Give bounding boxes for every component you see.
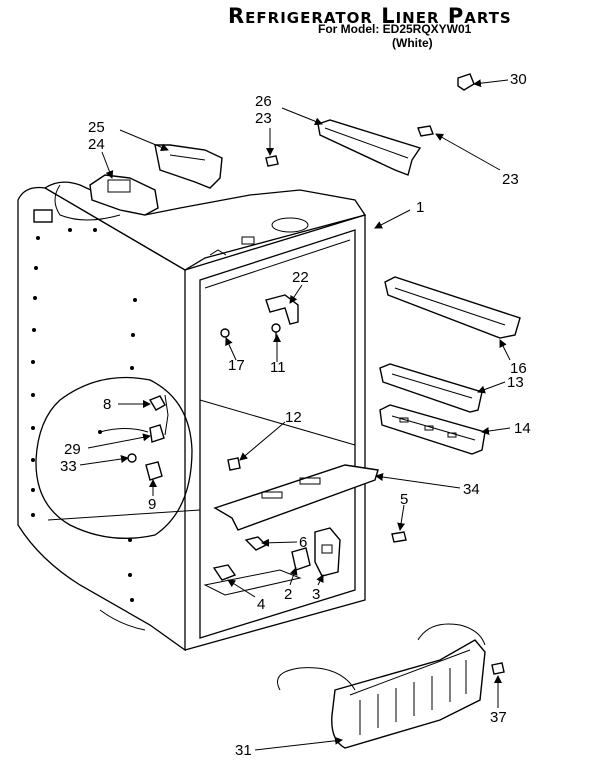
callout-23-center: 23 <box>255 110 272 127</box>
part-24-housing <box>89 174 159 216</box>
part-34-support <box>213 464 379 531</box>
part-2-switch <box>291 547 311 571</box>
detail-circle <box>35 376 193 539</box>
wire-harness <box>54 184 121 221</box>
part-37-screw <box>491 662 505 675</box>
callout-17: 17 <box>228 357 245 374</box>
callout-23-right: 23 <box>502 171 519 188</box>
callout-34: 34 <box>463 481 480 498</box>
callout-3: 3 <box>312 586 320 603</box>
color-line: (White) <box>392 36 433 50</box>
part-8-clip <box>148 395 166 411</box>
callout-13: 13 <box>507 374 524 391</box>
callout-16: 16 <box>510 360 527 377</box>
callout-11: 11 <box>270 359 286 376</box>
diagram-title: Refrigerator Liner Parts <box>228 4 512 28</box>
part-12-fastener <box>227 457 241 471</box>
callout-33: 33 <box>60 458 77 475</box>
callout-31: 31 <box>235 742 252 759</box>
part-5-screw <box>391 531 407 543</box>
part-6-clip <box>244 536 268 551</box>
leader-lines <box>79 79 511 751</box>
part-22-bracket <box>265 294 299 325</box>
callout-labels: 30 26 23 23 25 24 1 22 11 17 16 13 14 12… <box>60 71 531 759</box>
side-wall-holes <box>31 228 137 602</box>
part-17-grommet <box>220 328 230 338</box>
callout-22: 22 <box>292 269 309 286</box>
part-30-clip <box>457 73 475 91</box>
part-9-clamp <box>145 461 163 481</box>
part-29-holder <box>98 424 165 443</box>
part-23-screw-right <box>417 125 434 137</box>
part-14-rail <box>379 404 486 455</box>
callout-9: 9 <box>148 496 156 513</box>
part-3-bracket <box>314 527 341 577</box>
part-26-rail <box>317 119 422 176</box>
callout-29: 29 <box>64 441 81 458</box>
callout-30: 30 <box>510 71 527 88</box>
part-23-screw-center <box>265 155 279 167</box>
callout-14: 14 <box>514 420 531 437</box>
part-13-rail <box>379 363 483 413</box>
callout-8: 8 <box>103 396 111 413</box>
callout-1: 1 <box>416 199 424 216</box>
liner-cabinet <box>17 181 367 652</box>
callout-4: 4 <box>257 596 265 613</box>
callout-26: 26 <box>255 93 272 110</box>
callout-5: 5 <box>400 491 408 508</box>
callout-6: 6 <box>299 534 307 551</box>
part-31-tray <box>277 623 486 749</box>
part-25-bracket <box>154 144 223 189</box>
part-4-block <box>203 564 302 596</box>
model-line: For Model: ED25RQXYW01 <box>318 22 472 36</box>
part-11-screw <box>271 323 281 342</box>
part-33-cap <box>127 453 137 463</box>
callout-2: 2 <box>284 586 292 603</box>
callout-25: 25 <box>88 119 105 136</box>
callout-24: 24 <box>88 136 105 153</box>
callout-37: 37 <box>490 709 507 726</box>
part-16-trim <box>384 276 521 339</box>
callout-12: 12 <box>285 409 302 426</box>
